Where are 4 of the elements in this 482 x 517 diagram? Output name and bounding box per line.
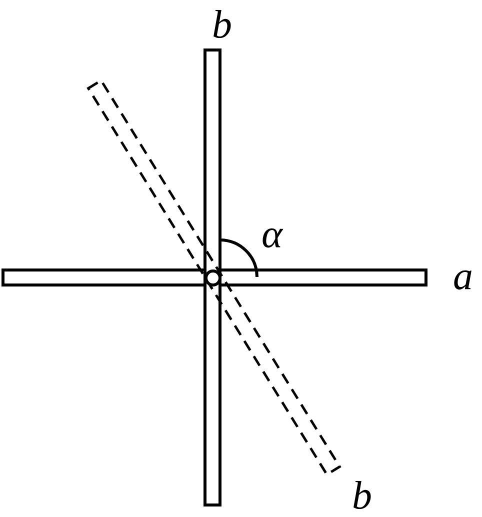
axis-label: b (214, 10, 231, 38)
axis-label: a (454, 270, 472, 290)
axis-label: b (354, 480, 371, 510)
axis-label: α (262, 228, 284, 248)
